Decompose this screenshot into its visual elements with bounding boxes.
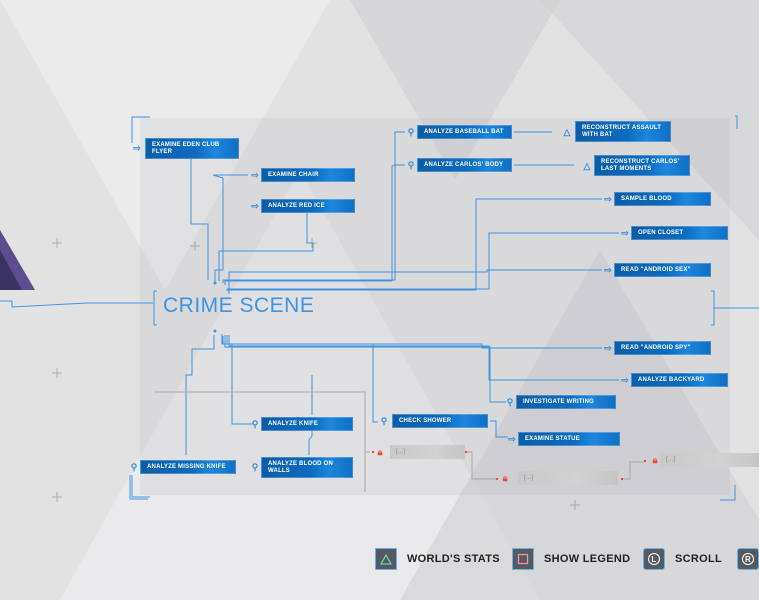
arrow-icon: ⇨ bbox=[133, 143, 141, 153]
lock-icon: 🔒︎ bbox=[652, 455, 658, 465]
node-check-shower[interactable]: Check Shower bbox=[392, 414, 488, 428]
node-examine-statue[interactable]: Examine Statue bbox=[518, 432, 620, 446]
magnifier-icon: ⚲ bbox=[251, 462, 259, 472]
lock-icon: 🔒︎ bbox=[377, 447, 383, 457]
triangle-button-icon bbox=[375, 548, 397, 570]
triangle-icon: △ bbox=[583, 161, 591, 171]
arrow-icon: ⇨ bbox=[604, 343, 612, 353]
node-reconstruct-assault-with-bat[interactable]: Reconstruct Assault with Bat bbox=[575, 121, 671, 142]
arrow-icon: ⇨ bbox=[621, 228, 629, 238]
magnifier-icon: ⚲ bbox=[407, 127, 415, 137]
arrow-icon: ⇨ bbox=[508, 434, 516, 444]
worlds-stats-button[interactable]: WORLD'S STATS bbox=[375, 548, 500, 570]
arrow-icon: ⇨ bbox=[604, 194, 612, 204]
right-stick-button[interactable]: R bbox=[737, 548, 759, 570]
node-examine-eden-club-flyer[interactable]: Examine Eden Club Flyer bbox=[145, 138, 239, 159]
node-open-closet[interactable]: Open Closet bbox=[631, 226, 728, 240]
arrow-icon: ⇨ bbox=[251, 201, 259, 211]
magnifier-icon: ⚲ bbox=[251, 419, 259, 429]
magnifier-icon: ⚲ bbox=[407, 160, 415, 170]
node-examine-chair[interactable]: Examine Chair bbox=[261, 168, 355, 182]
node-locked: [...] bbox=[660, 453, 759, 467]
node-read-android-spy[interactable]: Read "Android Spy" bbox=[614, 341, 711, 355]
arrow-icon: ⇨ bbox=[621, 375, 629, 385]
magnifier-icon: ⚲ bbox=[506, 397, 514, 407]
node-analyze-missing-knife[interactable]: Analyze Missing Knife bbox=[140, 460, 236, 474]
node-analyze-knife[interactable]: Analyze Knife bbox=[261, 417, 353, 431]
node-locked: [...] bbox=[518, 471, 618, 485]
triangle-icon: △ bbox=[563, 127, 571, 137]
node-reconstruct-carlos-last-moments[interactable]: Reconstruct Carlos' Last Moments bbox=[594, 155, 690, 176]
crime-scene-title: CRIME SCENE bbox=[163, 294, 315, 317]
node-analyze-blood-on-walls[interactable]: Analyze Blood on Walls bbox=[261, 457, 353, 478]
node-analyze-backyard[interactable]: Analyze Backyard bbox=[631, 373, 728, 387]
node-investigate-writing[interactable]: Investigate Writing bbox=[516, 395, 616, 409]
square-button-icon bbox=[512, 548, 534, 570]
scroll-label: SCROLL bbox=[675, 553, 723, 565]
flowchart-panel bbox=[140, 118, 730, 495]
arrow-icon: ⇨ bbox=[604, 265, 612, 275]
node-sample-blood[interactable]: Sample Blood bbox=[614, 192, 711, 206]
node-analyze-baseball-bat[interactable]: Analyze Baseball Bat bbox=[417, 125, 512, 139]
node-analyze-carlos-body[interactable]: Analyze Carlos' Body bbox=[417, 158, 512, 172]
worlds-stats-label: WORLD'S STATS bbox=[407, 553, 500, 565]
lock-icon: 🔒︎ bbox=[502, 473, 508, 483]
arrow-icon: ⇨ bbox=[251, 170, 259, 180]
node-analyze-red-ice[interactable]: Analyze Red Ice bbox=[261, 199, 355, 213]
node-locked: [...] bbox=[390, 445, 465, 459]
right-stick-icon: R bbox=[737, 548, 759, 570]
magnifier-icon: ⚲ bbox=[130, 462, 138, 472]
scroll-button[interactable]: L SCROLL bbox=[643, 548, 722, 570]
node-read-android-sex[interactable]: Read "Android Sex" bbox=[614, 263, 711, 277]
show-legend-button[interactable]: SHOW LEGEND bbox=[512, 548, 630, 570]
show-legend-label: SHOW LEGEND bbox=[544, 553, 631, 565]
left-stick-icon: L bbox=[643, 548, 665, 570]
magnifier-icon: ⚲ bbox=[380, 416, 388, 426]
